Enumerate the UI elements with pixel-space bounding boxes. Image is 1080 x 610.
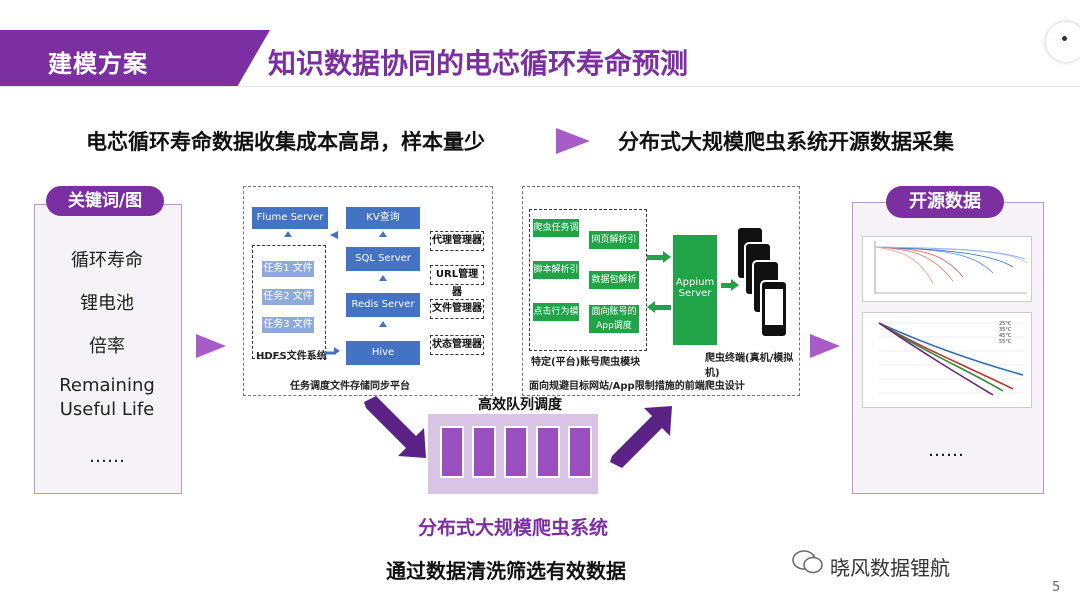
keywords-panel: [34, 204, 182, 494]
open-data-ellipsis: ……: [928, 440, 964, 461]
queue-slot: [536, 426, 560, 478]
capacity-fade-plot: [874, 241, 1028, 294]
task-file-box: 任务3 文件: [262, 317, 314, 333]
slide-title: 知识数据协同的电芯循环寿命预测: [268, 47, 689, 80]
redis-server-box: Redis Server: [346, 293, 420, 317]
page-parser-box: 网页解析引擎: [589, 231, 639, 263]
platform-diagram: Flume Server KV查询 SQL Server Redis Serve…: [243, 186, 493, 396]
keyword-item: ……: [89, 446, 125, 467]
keyword-item: Remaining: [59, 375, 155, 396]
wechat-icon: [792, 550, 823, 574]
platform-caption: 任务调度文件存储同步平台: [290, 381, 410, 392]
section-tag: [0, 30, 270, 86]
legend-entry: 25°C: [999, 321, 1012, 327]
proxy-manager-box: 代理管理器: [430, 231, 484, 251]
queue-slot: [504, 426, 528, 478]
phone-terminals-icon: [736, 226, 788, 338]
task-file-box: 任务2 文件: [262, 289, 314, 305]
keywords-tag: 关键词/图: [46, 186, 164, 216]
open-data-tag: 开源数据: [886, 186, 1004, 218]
kv-query-box: KV查询: [346, 207, 420, 229]
queue-label: 高效队列调度: [478, 397, 562, 413]
keyword-item: 锂电池: [80, 293, 134, 314]
packet-parser-box: 数据包解析: [589, 271, 639, 289]
crawler-arrows: [647, 251, 739, 313]
solution-statement: 分布式大规模爬虫系统开源数据采集: [618, 130, 954, 154]
script-engine-box: 脚本解析引擎: [533, 261, 579, 293]
capacity-retention-plot: 25°C 35°C 45°C 55°C: [878, 321, 1024, 396]
crawler-module-group: [529, 209, 647, 351]
sql-server-box: SQL Server: [346, 247, 420, 271]
task-scheduler-box: 爬虫任务调度: [533, 219, 579, 251]
platform-arrows: [284, 231, 387, 355]
queue-slot: [440, 426, 464, 478]
crawler-terminal-label: 爬虫终端(真机/模拟机): [705, 353, 794, 379]
url-manager-box: URL管理器: [430, 265, 484, 298]
capacity-fade-chart: [862, 236, 1032, 302]
dot-icon: [1062, 36, 1067, 41]
crawler-system-label: 分布式大规模爬虫系统: [418, 517, 609, 539]
hdfs-label: HDFS文件系统: [256, 351, 327, 362]
data-cleaning-label: 通过数据清洗筛选有效数据: [386, 559, 626, 583]
queue-slot: [472, 426, 496, 478]
problem-statement: 电芯循环寿命数据收集成本高昂，样本量少: [86, 130, 485, 154]
legend-entry: 45°C: [999, 333, 1012, 339]
status-manager-box: 状态管理器: [430, 335, 484, 355]
legend-entry: 35°C: [999, 327, 1012, 333]
task-file-box: 任务1 文件: [262, 261, 314, 277]
crawler-caption: 面向规避目标网站/App限制措施的前端爬虫设计: [529, 381, 745, 392]
keyword-item: 循环寿命: [71, 250, 143, 271]
right-arrow-icon: [196, 334, 226, 358]
hdfs-group: [252, 245, 326, 359]
right-arrow-icon: [556, 128, 590, 154]
queue-slot: [568, 426, 592, 478]
file-manager-box: 文件管理器: [430, 299, 484, 319]
section-tag-label: 建模方案: [48, 50, 148, 78]
capacity-retention-chart: 25°C 35°C 45°C 55°C: [862, 312, 1032, 408]
hive-box: Hive: [346, 341, 420, 365]
right-arrow-icon: [810, 334, 840, 358]
keyword-item: Useful Life: [59, 399, 155, 420]
click-simulation-box: 点击行为模拟: [533, 303, 579, 335]
appium-server-box: Appium Server: [673, 235, 717, 345]
legend-entry: 55°C: [999, 339, 1012, 345]
watermark-text: 晓风数据锂航: [830, 556, 950, 580]
crawler-module-label: 特定(平台)账号爬虫模块: [531, 357, 641, 368]
keyword-item: 倍率: [89, 336, 125, 357]
header-divider: [0, 86, 1080, 87]
crawler-diagram: 爬虫任务调度 脚本解析引擎 点击行为模拟 网页解析引擎 数据包解析 面向账号的A…: [522, 186, 800, 396]
flume-server-box: Flume Server: [252, 207, 328, 229]
account-app-box: 面向账号的App调度: [589, 305, 639, 333]
more-button[interactable]: [1046, 22, 1080, 62]
page-number: 5: [1052, 580, 1061, 595]
queue-flow-arrows: [364, 396, 672, 468]
